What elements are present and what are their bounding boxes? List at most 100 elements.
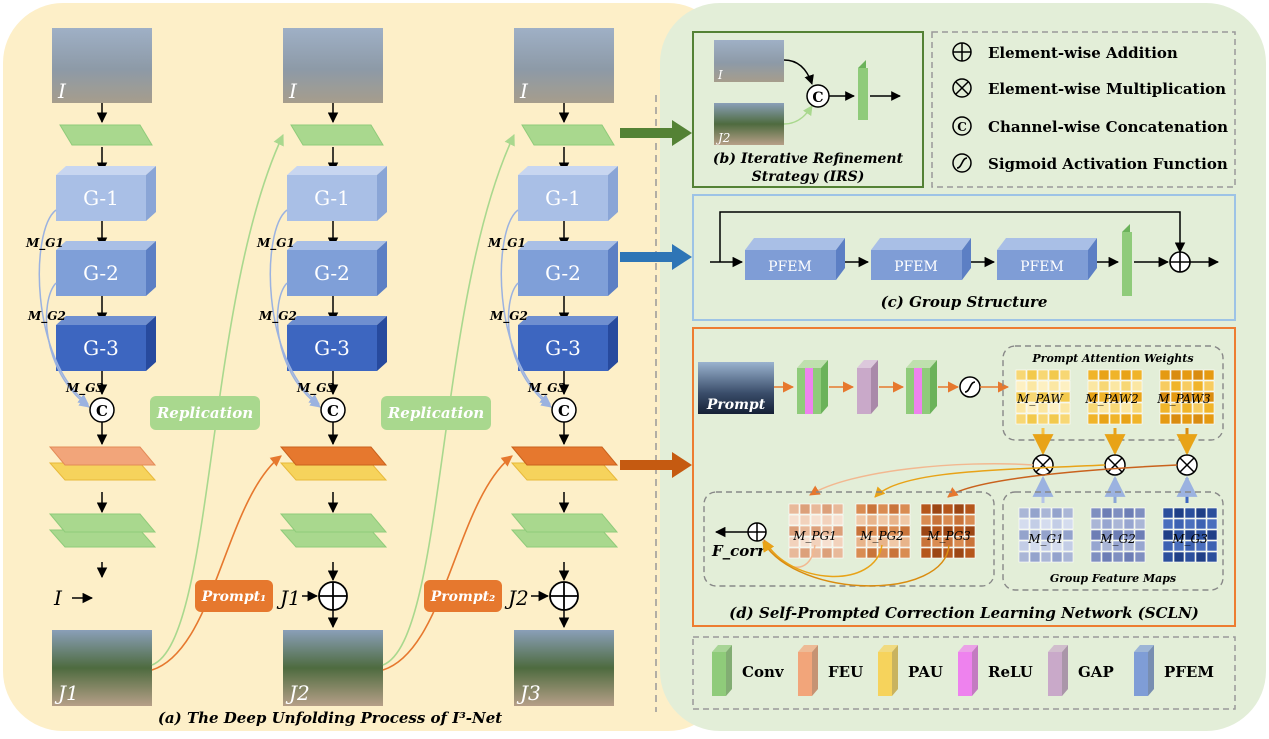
irs-concat-symbol: C bbox=[812, 90, 823, 106]
grid-cell bbox=[1037, 369, 1049, 381]
conv-layer bbox=[279, 513, 388, 533]
grid-cell bbox=[1062, 551, 1074, 563]
grid-cell bbox=[1120, 391, 1132, 403]
gfm-grid-1 bbox=[1018, 507, 1074, 563]
grid-cell bbox=[964, 525, 976, 537]
grid-cell bbox=[888, 503, 900, 515]
conv-layer bbox=[48, 529, 157, 548]
grid-cell bbox=[1120, 413, 1132, 425]
feu-layer bbox=[279, 446, 388, 466]
grid-cell bbox=[920, 503, 932, 515]
grid-cell bbox=[1206, 529, 1218, 541]
gfm-grid-3 bbox=[1162, 507, 1218, 563]
paw-label: M_PAW2 bbox=[1084, 392, 1138, 406]
grid-cell bbox=[788, 514, 800, 526]
multiply-node bbox=[1032, 454, 1054, 476]
grid-cell bbox=[1098, 380, 1110, 392]
pfem-block-1: PFEM bbox=[745, 238, 845, 280]
grid-cell bbox=[1170, 413, 1182, 425]
group-block-g3 bbox=[56, 325, 146, 371]
grid-cell bbox=[964, 536, 976, 548]
grid-cell bbox=[964, 514, 976, 526]
grid-cell bbox=[1170, 380, 1182, 392]
prompt-connector-1 bbox=[151, 455, 282, 671]
pfem-label: PFEM bbox=[768, 259, 812, 275]
grid-cell bbox=[1059, 402, 1071, 414]
grid-cell bbox=[1181, 413, 1193, 425]
grid-cell bbox=[1195, 529, 1207, 541]
grid-cell bbox=[942, 503, 954, 515]
grid-cell bbox=[1159, 413, 1171, 425]
group-block-g2 bbox=[56, 250, 146, 296]
irs-box bbox=[692, 31, 924, 188]
grid-cell bbox=[1040, 540, 1052, 552]
legend-swatch-side bbox=[726, 645, 732, 696]
grid-cell bbox=[1048, 391, 1060, 403]
column-3: I G-1 G-2 G-3 M_G1 M_G2 M_G3 C bbox=[487, 28, 619, 706]
prompt-connector-2 bbox=[382, 455, 513, 671]
grid-cell bbox=[1195, 518, 1207, 530]
grid-cell bbox=[832, 536, 844, 548]
concat-symbol: C bbox=[96, 402, 108, 420]
grid-cell bbox=[964, 547, 976, 559]
grid-cell bbox=[1162, 518, 1174, 530]
grid-cell bbox=[1181, 391, 1193, 403]
grid-cell bbox=[1134, 551, 1146, 563]
legend-swatch bbox=[712, 652, 726, 696]
grid-cell bbox=[1037, 402, 1049, 414]
hazy-image bbox=[52, 28, 152, 103]
grid-cell bbox=[1120, 380, 1132, 392]
conv-layer bbox=[48, 513, 157, 533]
grid-cell bbox=[1087, 402, 1099, 414]
group-map-label: M_G3 bbox=[65, 381, 104, 396]
grid-cell bbox=[821, 525, 833, 537]
group-block-g2 bbox=[518, 250, 608, 296]
grid-cell bbox=[1026, 369, 1038, 381]
image-label: I bbox=[57, 79, 67, 103]
replication-connector-1 bbox=[151, 133, 284, 666]
grid-cell bbox=[1051, 529, 1063, 541]
grid-cell bbox=[964, 503, 976, 515]
scln-caption: (d) Self-Prompted Correction Learning Ne… bbox=[729, 604, 1199, 622]
arrow-to-scln bbox=[620, 452, 692, 478]
grid-cell bbox=[1059, 391, 1071, 403]
group-block-g3 bbox=[518, 325, 608, 371]
scln-conv-relu-conv-1 bbox=[797, 360, 828, 414]
grid-cell bbox=[1062, 529, 1074, 541]
grid-cell bbox=[1192, 391, 1204, 403]
grid-cell bbox=[1048, 402, 1060, 414]
legend-swatch bbox=[1048, 652, 1062, 696]
grid-cell bbox=[1101, 529, 1113, 541]
grid-cell bbox=[1112, 540, 1124, 552]
grid-cell bbox=[1029, 529, 1041, 541]
grid-cell bbox=[888, 514, 900, 526]
legend-swatch-side bbox=[972, 645, 978, 696]
grid-cell bbox=[821, 503, 833, 515]
grid-cell bbox=[1062, 507, 1074, 519]
grid-cell bbox=[855, 503, 867, 515]
gfm-label: M_G1 bbox=[1027, 532, 1064, 546]
grid-cell bbox=[1134, 507, 1146, 519]
prev-input-label: J2 bbox=[504, 586, 529, 610]
prompt1-label: Prompt₁ bbox=[201, 589, 266, 605]
prompt-image-label: Prompt bbox=[706, 397, 766, 413]
grid-cell bbox=[1203, 413, 1215, 425]
group-conv bbox=[1122, 232, 1132, 296]
group-label: G-2 bbox=[545, 261, 581, 285]
grid-cell bbox=[1059, 369, 1071, 381]
grid-cell bbox=[1101, 507, 1113, 519]
conv-layer bbox=[510, 529, 619, 548]
pg-grid-3 bbox=[920, 503, 976, 559]
scln-conv-relu-conv-2 bbox=[906, 360, 937, 414]
column-2: I G-1 G-2 G-3 M_G1 M_G2 M_G3 C bbox=[256, 28, 388, 706]
concat-symbol: C bbox=[327, 402, 339, 420]
grid-cell bbox=[1181, 369, 1193, 381]
grid-cell bbox=[1090, 540, 1102, 552]
fcorr-label: F_corr bbox=[711, 542, 766, 560]
grid-cell bbox=[799, 547, 811, 559]
grid-cell bbox=[1173, 529, 1185, 541]
legend-swatch bbox=[958, 652, 972, 696]
irs-caption-line1: (b) Iterative Refinement bbox=[713, 151, 904, 167]
group-map-label: M_G2 bbox=[27, 309, 66, 324]
